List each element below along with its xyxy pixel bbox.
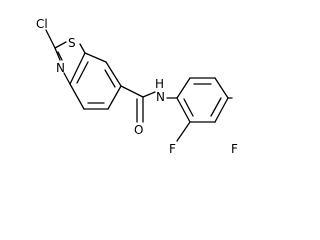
- bond-c2-n-double-inner: [57, 51, 63, 61]
- bond-c7a-c7: [84, 52, 107, 63]
- bond-ar6-ar1-inner: [183, 98, 194, 117]
- bond-s-c7a: [79, 43, 86, 54]
- bond-c7-c6: [105, 61, 122, 87]
- chemical-structure-diagram: Cl S N O H N F F: [36, 17, 238, 156]
- bond-ar3-ar4: [214, 77, 229, 99]
- bond-ar4-ar5-inner: [210, 97, 222, 117]
- atom-label-cl: Cl: [36, 17, 48, 31]
- bond-ar6-ar1: [176, 97, 191, 123]
- difluorophenyl-ring-bonds: [176, 77, 233, 142]
- bond-c3a-c7a: [69, 52, 86, 85]
- atom-label-n-amide: N: [156, 90, 165, 104]
- bond-ar6-f: [176, 121, 191, 142]
- amide-bonds: [120, 85, 178, 123]
- atom-label-o: O: [134, 123, 143, 137]
- bond-ar1-ar2: [176, 77, 191, 99]
- thiazole-ring-bonds: [45, 29, 86, 85]
- bond-c7-c6-inner: [104, 69, 116, 88]
- atom-label-n-ring: N: [56, 61, 65, 75]
- atom-label-s: S: [68, 36, 76, 50]
- atom-label-f-para: F: [231, 142, 238, 156]
- benzo-ring-bonds: [69, 52, 122, 110]
- bond-c2-s: [54, 41, 67, 49]
- bond-c2-cl: [45, 29, 56, 49]
- bond-ar4-ar5: [214, 97, 229, 123]
- bond-n-c3a: [63, 72, 71, 85]
- bond-c3a-c7a-inner: [76, 61, 89, 84]
- bond-c6-c5: [107, 85, 122, 110]
- bond-carbonyl-n: [142, 91, 156, 98]
- bond-c2-n-double: [54, 47, 61, 61]
- atom-label-f-ortho: F: [169, 142, 176, 156]
- bond-c6-carbonyl: [120, 85, 144, 98]
- bond-c4-c3a: [69, 83, 85, 110]
- atom-label-h-amide: H: [155, 77, 164, 91]
